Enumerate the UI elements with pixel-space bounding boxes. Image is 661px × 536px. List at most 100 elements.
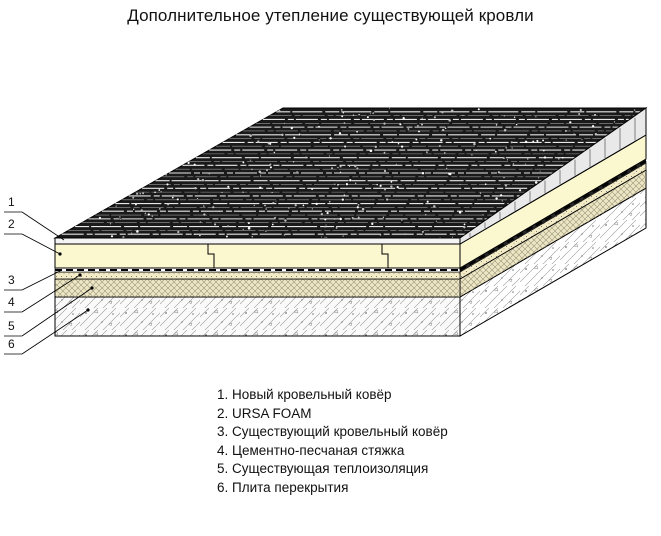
roofing-speckle [448,172,452,176]
roofing-speckle [479,192,482,194]
roofing-speckle [259,174,262,176]
roofing-speckle [225,235,228,238]
roofing-speckle [536,139,539,142]
roofing-speckle [165,173,167,176]
roofing-speckle [272,201,275,204]
roofing-speckle [358,114,360,116]
roofing-speckle [524,163,526,165]
roofing-speckle [440,139,443,142]
roofing-speckle [293,136,296,139]
roofing-speckle [140,209,143,212]
roofing-speckle [426,200,429,203]
roofing-speckle [489,137,492,140]
roofing-speckle [269,142,272,145]
roofing-speckle [197,177,200,181]
roofing-speckle [482,214,484,216]
roofing-speckle [497,171,501,174]
roofing-speckle [407,128,410,130]
roofing-speckle [253,204,255,207]
roofing-speckle [395,163,397,165]
roofing-texture [61,107,641,239]
roofing-speckle [379,184,382,187]
roofing-speckle [339,217,342,221]
roofing-speckle [401,219,403,221]
roofing-speckle [543,149,545,152]
slab-front [54,296,461,337]
roofing-speckle [341,115,344,118]
roofing-speckle [283,122,285,125]
callout-5: 5 [4,286,94,337]
roofing-speckle [144,212,147,215]
roofing-speckle [298,133,301,136]
roofing-speckle [132,196,135,199]
roofing-speckle [166,183,169,186]
roofing-speckle [444,152,446,154]
callout-label-2: 2 [8,217,15,231]
roofing-speckle [177,230,180,234]
roofing-speckle [361,207,365,211]
roofing-speckle [354,164,357,168]
callout-3: 3 [4,269,63,291]
roofing-speckle [539,170,541,172]
roofing-speckle [527,158,529,160]
roofing-speckle [355,182,357,184]
roofing-speckle [458,211,462,214]
roofing-speckle [535,116,537,118]
roofing-speckle [212,206,215,209]
roofing-speckle [503,176,505,179]
roofing-speckle [193,163,196,166]
roofing-speckle [371,222,374,226]
roofing-speckle [372,112,375,114]
legend-item-5: 5. Существующая теплоизоляция [217,461,429,477]
roofing-speckle [400,145,404,148]
roofing-speckle [421,171,425,175]
roofing-speckle [271,191,273,194]
roofing-speckle [503,115,505,117]
roofing-speckle [135,203,137,206]
roofing-speckle [340,109,343,111]
roofing-speckle [151,215,154,217]
roofing-speckle [348,166,351,168]
layer-new-roofing [53,107,648,245]
roofing-speckle [356,167,359,170]
foam-front [54,243,461,269]
legend-item-2: 2. URSA FOAM [217,405,312,421]
roofing-speckle [445,127,447,129]
roofing-speckle [613,121,616,123]
roofing-speckle [471,154,473,156]
roofing-speckle [242,228,244,230]
roofing-speckle [343,194,345,196]
roofing-speckle [351,216,354,220]
roofing-speckle [396,186,399,189]
roofing-speckle [561,156,564,159]
roofing-speckle [494,150,497,153]
roofing-speckle [334,183,336,185]
roofing-speckle [203,213,206,216]
roofing-speckle [504,184,508,187]
roofing-speckle [176,198,179,201]
roofing-speckle [265,208,267,210]
roofing-speckle [463,223,466,226]
foam-joint-2 [381,244,389,268]
roofing-speckle [292,161,295,163]
roofing-speckle [357,216,360,219]
roofing-speckle [196,197,198,200]
roofing-speckle [343,122,346,124]
roofing-speckle [242,191,244,193]
roofing-speckle [258,170,262,174]
roofing-speckle [385,198,389,201]
layer-slab [54,187,647,337]
roofing-speckle [356,130,358,133]
roofing-speckle [339,171,342,173]
roofing-speckle [259,186,262,190]
roofing-speckle [383,122,386,125]
roofing-speckle [302,204,305,207]
roofing-speckle [242,161,245,164]
roofing-speckle [257,140,260,143]
roofing-speckle [158,208,161,210]
roofing-speckle [325,224,327,226]
roofing-speckle [402,117,405,120]
roofing-speckle [265,230,267,232]
roofing-speckle [446,167,448,169]
roofing-speckle [98,216,101,219]
